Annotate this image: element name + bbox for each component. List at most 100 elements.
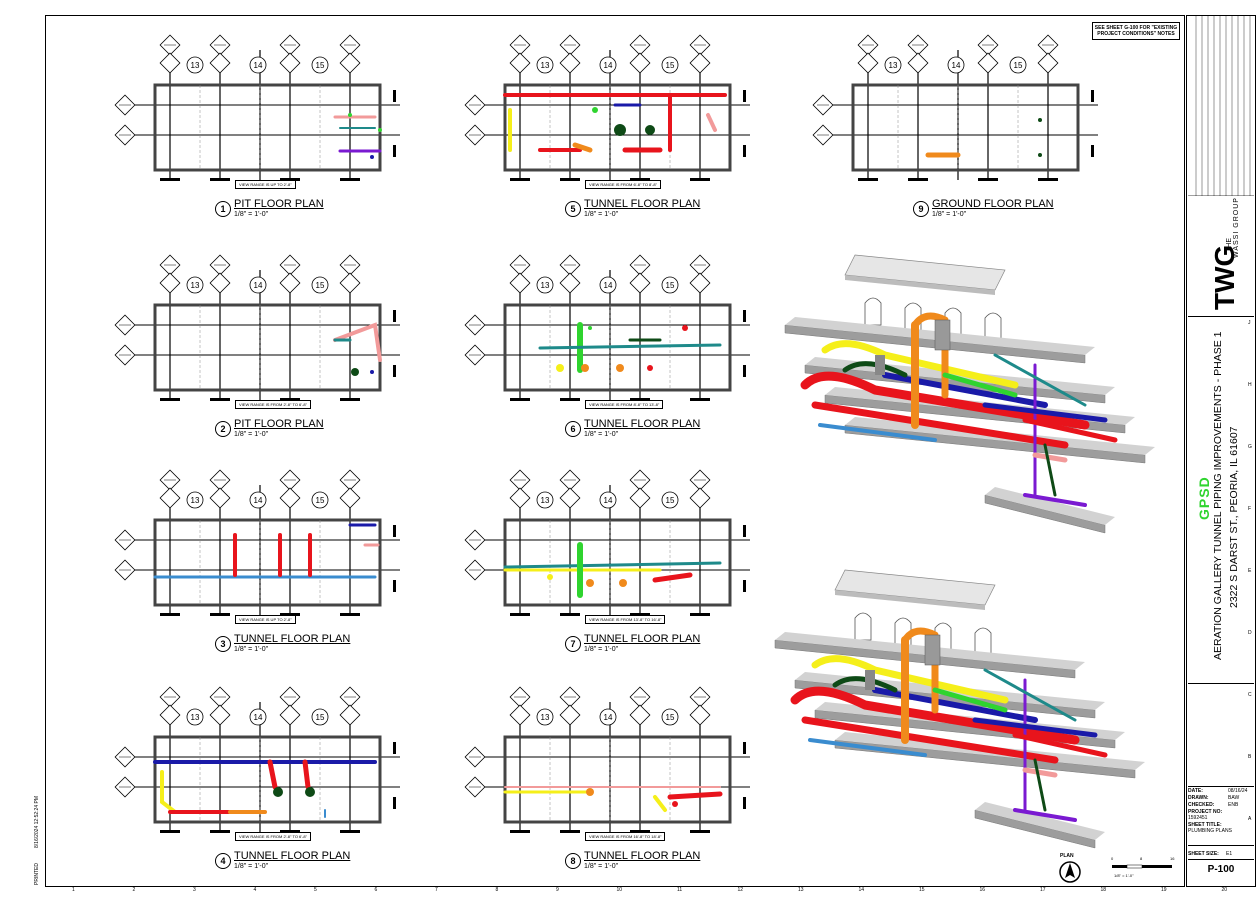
svg-text:14: 14 bbox=[604, 61, 613, 70]
grid-bubble-icon bbox=[159, 686, 181, 726]
plan-number-bubble: 9 bbox=[913, 201, 929, 217]
svg-text:13: 13 bbox=[541, 61, 550, 70]
grid-bubble-icon bbox=[689, 469, 711, 509]
svg-text:15: 15 bbox=[316, 496, 325, 505]
plan-title: PIT FLOOR PLAN bbox=[234, 418, 324, 430]
svg-text:14: 14 bbox=[604, 713, 613, 722]
ruler-number: 20 bbox=[1221, 887, 1228, 893]
svg-text:13: 13 bbox=[541, 496, 550, 505]
project-address: 2322 S DARST ST., PEORIA, IL 61607 bbox=[1228, 426, 1240, 608]
view-range-note: VIEW RANGE IS FROM 6'-8" TO 8'-8" bbox=[585, 180, 662, 189]
grid-bubble-icon bbox=[159, 254, 181, 294]
grid-bubble-icon bbox=[339, 469, 361, 509]
svg-text:15: 15 bbox=[666, 496, 675, 505]
svg-text:14: 14 bbox=[254, 713, 263, 722]
plan-scale: 1/8" = 1'-0" bbox=[584, 646, 619, 653]
north-arrow-icon bbox=[1059, 861, 1081, 883]
grid-bubble-icon bbox=[159, 469, 181, 509]
ruler-number: 19 bbox=[1161, 887, 1167, 893]
svg-text:14: 14 bbox=[952, 61, 961, 70]
view-range-note: VIEW RANGE IS FROM 8'-8" TO 13'-8" bbox=[585, 400, 664, 409]
grid-bubble-icon bbox=[1037, 34, 1059, 74]
grid-bubble-icon bbox=[509, 34, 531, 74]
view-range-note: VIEW RANGE IS FROM 2'-8" TO 6'-8" bbox=[235, 832, 312, 841]
title-block bbox=[1186, 15, 1256, 887]
grid-bubble-icon bbox=[559, 686, 581, 726]
ruler-number: 7 bbox=[435, 887, 438, 893]
side-letter: C bbox=[1248, 692, 1252, 698]
ruler-number: 8 bbox=[495, 887, 499, 893]
ruler-number: 1 bbox=[72, 887, 75, 893]
plan-scale: 1/8" = 1'-0" bbox=[234, 863, 269, 870]
plan-title: TUNNEL FLOOR PLAN bbox=[584, 850, 701, 862]
plan-number-bubble: 4 bbox=[215, 853, 231, 869]
plan-scale: 1/8" = 1'-0" bbox=[932, 211, 967, 218]
side-letter: D bbox=[1248, 630, 1252, 636]
plan-number-bubble: 1 bbox=[215, 201, 231, 217]
svg-text:13: 13 bbox=[541, 281, 550, 290]
plan-number-bubble: 2 bbox=[215, 421, 231, 437]
view-range-note: VIEW RANGE IS UP TO 2'-8" bbox=[235, 615, 296, 624]
tb-divider-5 bbox=[1188, 859, 1254, 860]
existing-conditions-note: SEE SHEET G-100 FOR "EXISTING PROJECT CO… bbox=[1092, 22, 1180, 40]
svg-text:13: 13 bbox=[191, 713, 200, 722]
tb-divider-1 bbox=[1188, 316, 1254, 317]
revision-grid bbox=[1188, 16, 1254, 196]
grid-bubble-icon bbox=[209, 686, 231, 726]
graphic-scale-label: 1/8" = 1'-0" bbox=[1114, 873, 1134, 878]
tb-project-no-value: 1592451 bbox=[1188, 815, 1208, 821]
sheet-title-label: SHEET TITLE: bbox=[1188, 822, 1222, 828]
tb-sheet-title-value: PLUMBING PLANS bbox=[1188, 828, 1232, 834]
plan-title: TUNNEL FLOOR PLAN bbox=[584, 418, 701, 430]
svg-text:13: 13 bbox=[541, 713, 550, 722]
grid-bubble-icon bbox=[279, 686, 301, 726]
grid-bubble-icon bbox=[689, 686, 711, 726]
grid-bubble-icon bbox=[509, 254, 531, 294]
plan-title: TUNNEL FLOOR PLAN bbox=[584, 633, 701, 645]
svg-text:13: 13 bbox=[191, 281, 200, 290]
svg-text:13: 13 bbox=[191, 61, 200, 70]
svg-text:15: 15 bbox=[666, 61, 675, 70]
grid-bubble-icon bbox=[629, 34, 651, 74]
plan-number-bubble: 3 bbox=[215, 636, 231, 652]
svg-text:15: 15 bbox=[316, 713, 325, 722]
project-no-label: PROJECT NO: bbox=[1188, 809, 1223, 815]
view-range-note: VIEW RANGE IS FROM 13'-8" TO 16'-8" bbox=[585, 615, 666, 624]
plan-title: GROUND FLOOR PLAN bbox=[932, 198, 1054, 210]
drawn-value: BAW bbox=[1228, 795, 1240, 801]
svg-text:14: 14 bbox=[254, 281, 263, 290]
plan-number-bubble: 7 bbox=[565, 636, 581, 652]
svg-text:13: 13 bbox=[889, 61, 898, 70]
svg-text:13: 13 bbox=[191, 496, 200, 505]
tb-divider-2 bbox=[1188, 683, 1254, 684]
side-letter: G bbox=[1248, 444, 1252, 450]
plan-scale: 1/8" = 1'-0" bbox=[234, 431, 269, 438]
grid-bubble-icon bbox=[977, 34, 999, 74]
firm-the: THE bbox=[1226, 238, 1233, 252]
firm-name: WASSI GROUP bbox=[1233, 197, 1240, 258]
tb-divider-3 bbox=[1188, 786, 1254, 787]
tb-sheet-size: SHEET SIZE:E1 bbox=[1188, 851, 1252, 857]
ruler-number: 2 bbox=[132, 887, 136, 893]
plan-number-bubble: 6 bbox=[565, 421, 581, 437]
drawn-label: DRAWN: bbox=[1188, 795, 1209, 801]
side-letter: E bbox=[1248, 568, 1252, 574]
grid-bubble-icon bbox=[339, 686, 361, 726]
scale-tick-0: 0 bbox=[1111, 856, 1114, 861]
ruler-number: 11 bbox=[677, 887, 683, 893]
ruler-number: 9 bbox=[556, 887, 559, 893]
grid-bubble-icon bbox=[559, 469, 581, 509]
grid-bubble-icon bbox=[689, 254, 711, 294]
svg-text:14: 14 bbox=[254, 61, 263, 70]
grid-bubble-icon bbox=[629, 686, 651, 726]
side-letter: A bbox=[1248, 816, 1252, 822]
tb-project-no: PROJECT NO: bbox=[1188, 809, 1252, 815]
